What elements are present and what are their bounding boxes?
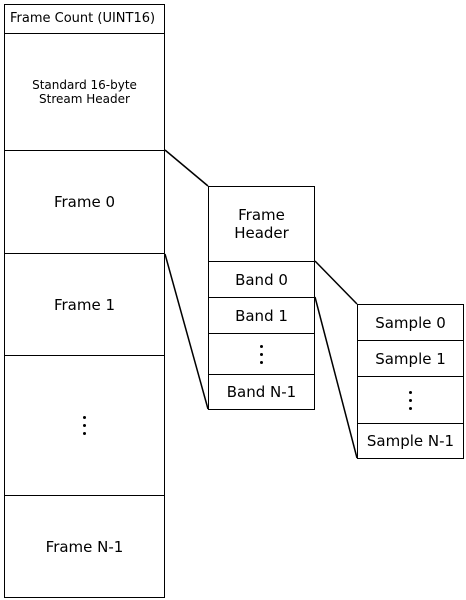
- frame-1-box: Frame 1: [4, 253, 165, 356]
- band0-to-band-top-connector: [314, 260, 358, 305]
- sample-1-box: Sample 1: [357, 340, 464, 377]
- band-0-label: Band 0: [235, 270, 288, 289]
- frame-last-box: Frame N-1: [4, 495, 165, 598]
- frame-0-label: Frame 0: [53, 193, 116, 211]
- frame-last-label: Frame N-1: [45, 537, 124, 556]
- frame-count-box: Frame Count (UINT16): [4, 4, 165, 34]
- sample-last-label: Sample N-1: [366, 432, 455, 450]
- band-last-label: Band N-1: [226, 383, 297, 401]
- frame-header-label: Frame Header: [234, 206, 289, 242]
- vertical-ellipsis-icon: [83, 416, 86, 435]
- stream-header-box: Standard 16-byte Stream Header: [4, 33, 165, 151]
- band0-to-band-bottom-connector: [314, 296, 358, 459]
- frame-1-label: Frame 1: [53, 295, 116, 314]
- frame-count-label: Frame Count (UINT16): [10, 11, 156, 27]
- frame0-to-frame-top-connector: [164, 149, 209, 187]
- band-last-box: Band N-1: [208, 374, 315, 410]
- band-0-box: Band 0: [208, 261, 315, 298]
- sample-ellipsis-box: [357, 376, 464, 424]
- frame-ellipsis-box: [4, 355, 165, 496]
- vertical-ellipsis-icon: [260, 344, 263, 364]
- band-ellipsis-box: [208, 333, 315, 375]
- sample-0-label: Sample 0: [375, 313, 446, 332]
- vertical-ellipsis-icon: [409, 390, 412, 410]
- band-1-label: Band 1: [235, 306, 288, 325]
- frame-0-box: Frame 0: [4, 150, 165, 254]
- sample-0-box: Sample 0: [357, 304, 464, 341]
- sample-1-label: Sample 1: [375, 349, 446, 368]
- stream-header-label: Standard 16-byte Stream Header: [32, 77, 137, 106]
- band-1-box: Band 1: [208, 297, 315, 334]
- frame0-to-frame-bottom-connector: [164, 253, 209, 410]
- sample-last-box: Sample N-1: [357, 423, 464, 459]
- frame-header-box: Frame Header: [208, 186, 315, 262]
